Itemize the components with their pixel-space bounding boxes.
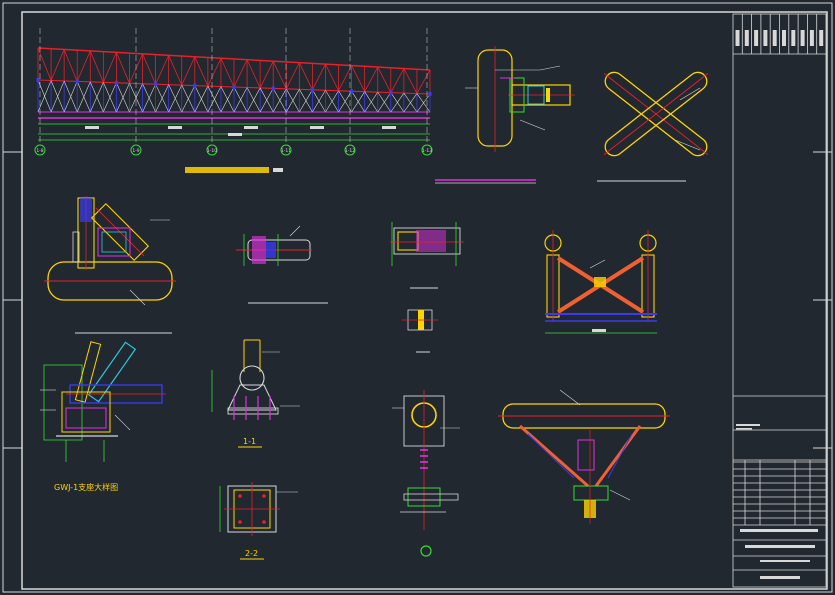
gwj-support-detail: GWJ-1支座大样图 [40,341,166,492]
inverted-v-support-detail [498,389,670,524]
section-1-1-label: 1-1 [243,437,256,446]
small-connection-detail [390,222,464,353]
horizontal-connection-detail [236,225,328,304]
span-dim-labels [85,126,396,136]
truss-elevation: 1-8 1-9 1-10 1-11 1-12 1-13 [34,28,433,173]
axis-label: 1-11 [281,148,291,154]
column-x-brace-frame [544,230,657,334]
axis-label: 1-12 [345,148,355,154]
axis-label: 1-10 [207,148,217,154]
grid-axis-bubbles: 1-8 1-9 1-10 1-11 1-12 1-13 [34,28,433,156]
axis-label: 1-9 [132,148,139,154]
section-1-1: 1-1 [211,339,300,448]
branch-connection-detail [44,196,176,334]
node-detail-top [435,46,575,184]
column-support-section [392,390,460,557]
truss-members [36,47,432,113]
gwj-detail-title: GWJ-1支座大样图 [54,482,118,492]
title-block [732,13,827,588]
axis-label: 1-8 [36,148,43,154]
section-2-2: 2-2 [219,482,298,560]
title-block-fill [736,424,818,579]
section-2-2-label: 2-2 [245,549,258,558]
x-brace-crossing [597,71,709,182]
axis-label: 1-13 [422,148,432,154]
